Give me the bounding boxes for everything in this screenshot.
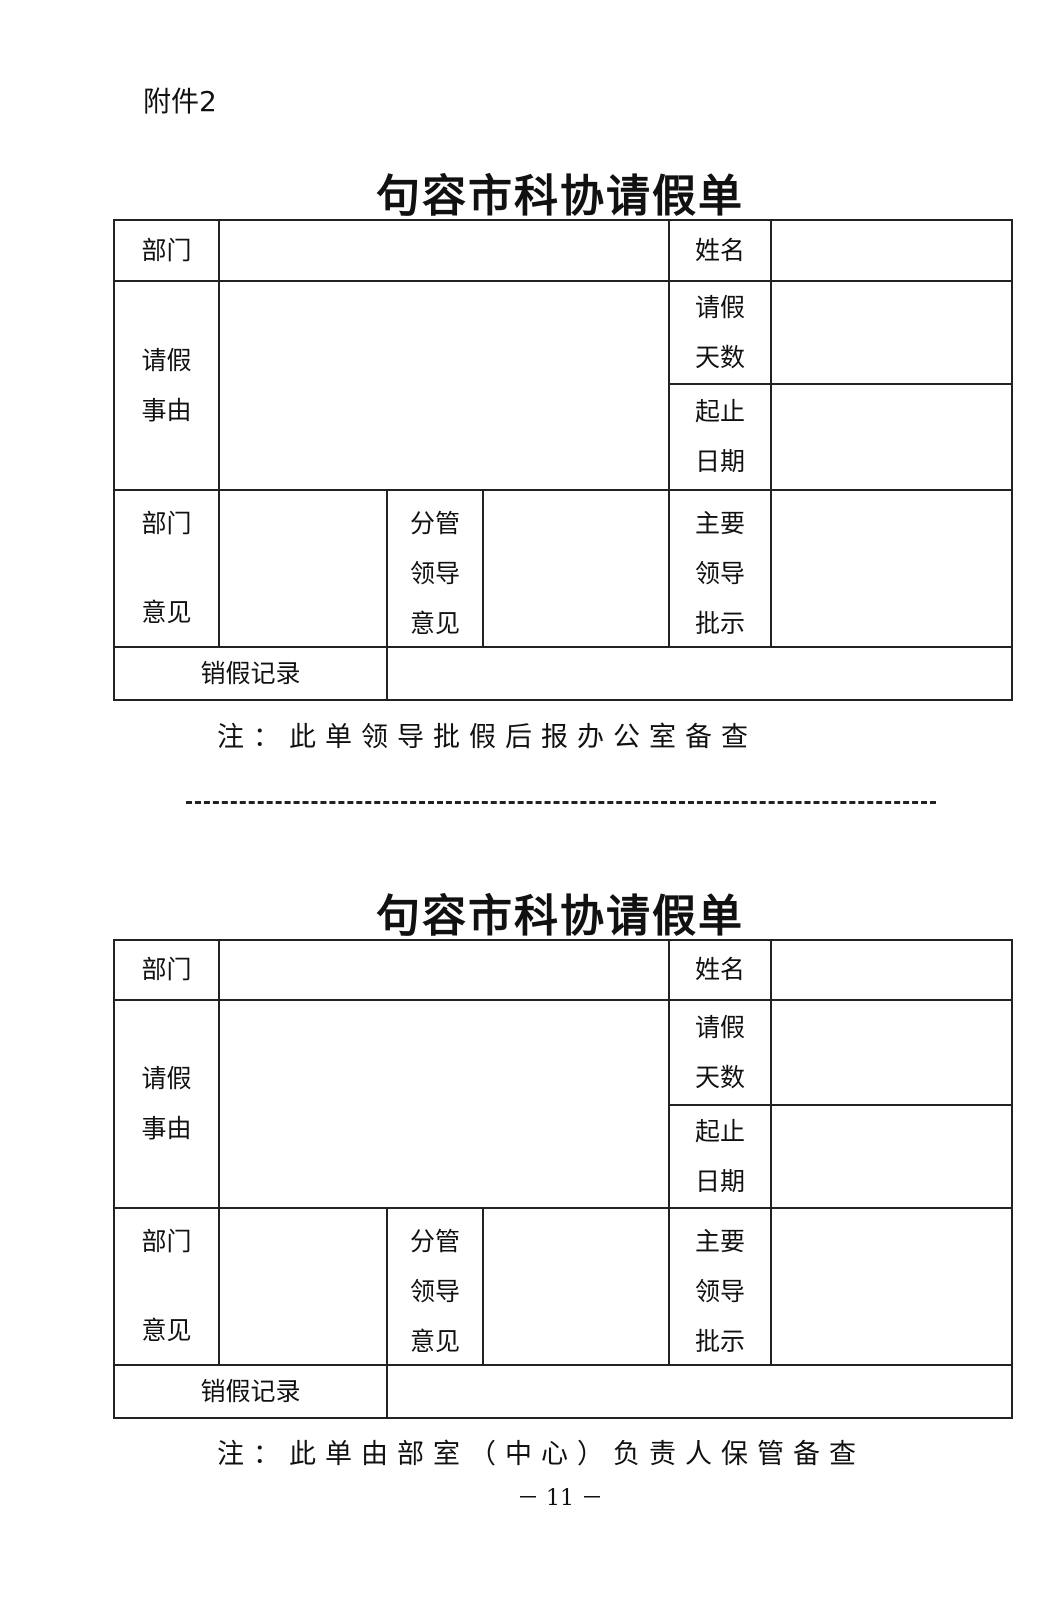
leader-line1: 主要 — [695, 1227, 746, 1256]
dept-opinion-field[interactable] — [218, 489, 388, 648]
reason-label-line2: 事由 — [141, 395, 192, 425]
leader-approval-label: 主要 领导 批示 — [668, 1207, 773, 1366]
form-note: 注：此单领导批假后报办公室备查 — [217, 722, 757, 753]
supervisor-line2: 领导 — [409, 559, 460, 588]
days-label: 请假 天数 — [668, 280, 773, 385]
leave-form-table: 部门 姓名 请假 事由 请假 天数 起止 日期 部门 意见 — [113, 219, 1014, 701]
cancel-record-field[interactable] — [385, 1364, 1014, 1419]
dept-opinion-line1: 部门 — [141, 1227, 192, 1256]
cut-line — [186, 801, 936, 804]
days-label-line1: 请假 — [695, 1012, 746, 1042]
period-label-line1: 起止 — [695, 397, 746, 426]
name-label: 姓名 — [668, 939, 773, 1001]
days-label: 请假 天数 — [668, 999, 773, 1106]
form-note: 注：此单由部室（中心）负责人保管备查 — [217, 1439, 865, 1470]
supervisor-line2: 领导 — [409, 1277, 460, 1306]
days-field[interactable] — [770, 999, 1014, 1106]
days-label-line2: 天数 — [695, 1062, 746, 1092]
leader-line1: 主要 — [695, 509, 746, 538]
leave-form-table: 部门 姓名 请假 事由 请假 天数 起止 日期 部门 意见 — [113, 939, 1014, 1419]
supervisor-opinion-label: 分管 领导 意见 — [386, 1207, 484, 1366]
supervisor-opinion-field[interactable] — [481, 489, 671, 648]
period-field[interactable] — [770, 383, 1014, 491]
days-label-line1: 请假 — [695, 292, 746, 322]
page-number: － 11 － — [517, 1486, 603, 1511]
reason-label: 请假 事由 — [113, 999, 220, 1209]
dept-opinion-line2: 意见 — [141, 598, 192, 627]
supervisor-opinion-field[interactable] — [481, 1207, 671, 1366]
name-label: 姓名 — [668, 219, 773, 282]
reason-label-line1: 请假 — [141, 1064, 192, 1093]
dept-opinion-label: 部门 意见 — [113, 1207, 220, 1366]
period-field[interactable] — [770, 1104, 1014, 1209]
days-field[interactable] — [770, 280, 1014, 385]
supervisor-line3: 意见 — [409, 609, 460, 638]
supervisor-line3: 意见 — [409, 1327, 460, 1356]
leader-approval-field[interactable] — [770, 1207, 1014, 1366]
dept-opinion-line1: 部门 — [141, 509, 192, 538]
cancel-record-field[interactable] — [385, 646, 1014, 701]
dept-opinion-field[interactable] — [218, 1207, 388, 1366]
days-label-line2: 天数 — [695, 342, 746, 372]
supervisor-line1: 分管 — [409, 1227, 460, 1256]
cancel-record-label: 销假记录 — [113, 1364, 388, 1419]
leader-line3: 批示 — [695, 1327, 746, 1356]
cancel-record-label: 销假记录 — [113, 646, 388, 701]
department-field[interactable] — [217, 939, 671, 1001]
leader-line3: 批示 — [695, 609, 746, 638]
dept-opinion-line2: 意见 — [141, 1316, 192, 1345]
leader-approval-label: 主要 领导 批示 — [668, 489, 773, 648]
period-label-line2: 日期 — [695, 1166, 746, 1196]
supervisor-opinion-label: 分管 领导 意见 — [386, 489, 484, 648]
dept-opinion-label: 部门 意见 — [113, 489, 220, 648]
supervisor-line1: 分管 — [409, 509, 460, 538]
reason-label-line1: 请假 — [141, 345, 192, 375]
annex-label: 附件2 — [143, 85, 217, 118]
leader-approval-field[interactable] — [770, 489, 1014, 648]
reason-label: 请假 事由 — [113, 280, 220, 491]
reason-label-line2: 事由 — [141, 1114, 192, 1143]
department-label: 部门 — [113, 939, 220, 1001]
name-field[interactable] — [770, 219, 1014, 282]
form-title: 句容市科协请假单 — [376, 891, 744, 942]
period-label-line2: 日期 — [695, 447, 746, 476]
department-field[interactable] — [217, 219, 671, 282]
reason-field[interactable] — [217, 280, 671, 491]
period-label-line1: 起止 — [695, 1116, 746, 1146]
leader-line2: 领导 — [695, 559, 746, 588]
name-field[interactable] — [770, 939, 1014, 1001]
period-label: 起止 日期 — [668, 1104, 773, 1209]
form-title: 句容市科协请假单 — [376, 171, 744, 222]
reason-field[interactable] — [217, 999, 671, 1209]
leader-line2: 领导 — [695, 1277, 746, 1306]
department-label: 部门 — [113, 219, 220, 282]
period-label: 起止 日期 — [668, 383, 773, 491]
